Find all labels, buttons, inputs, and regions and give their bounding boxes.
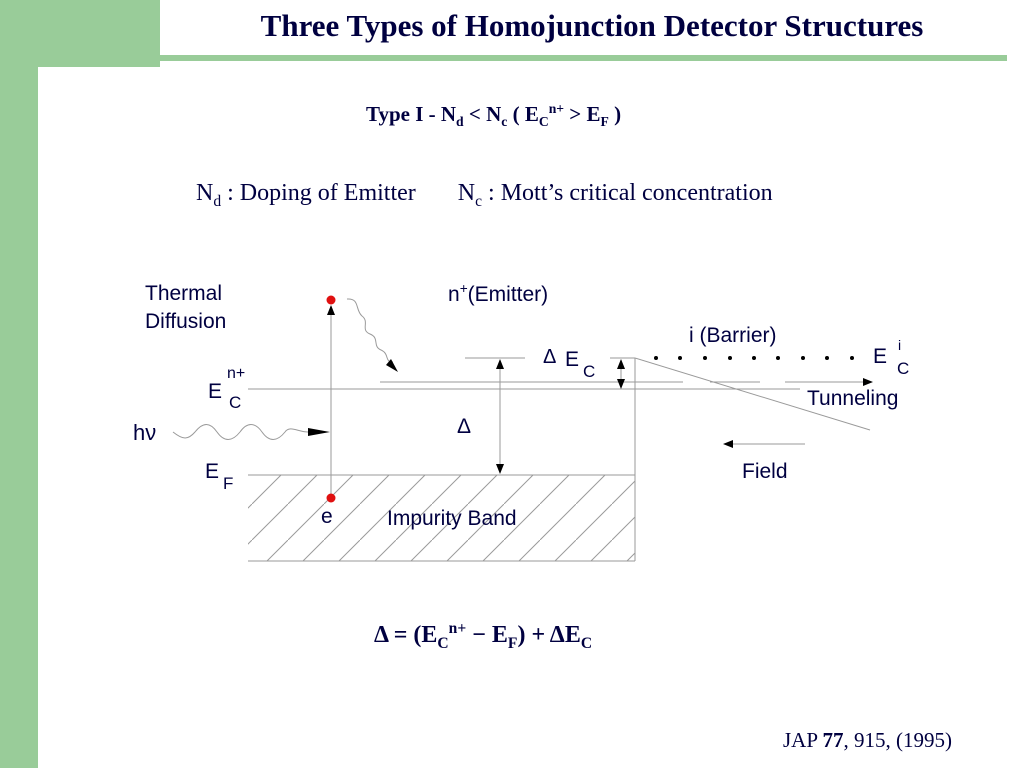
nd-definition: : Doping of Emitter bbox=[221, 180, 416, 206]
emitter-plus: + bbox=[459, 281, 468, 296]
electron-dot bbox=[326, 493, 336, 503]
label-ef-e: E bbox=[205, 460, 220, 483]
nc-def-subscript: c bbox=[475, 192, 483, 210]
formula-minus: − E bbox=[466, 622, 508, 648]
label-diffusion: Diffusion bbox=[145, 310, 227, 333]
type-label: Type I - N bbox=[366, 102, 457, 126]
label-ecn-sub: C bbox=[229, 393, 242, 412]
label-ef-sub: F bbox=[223, 474, 234, 493]
ec-superscript: n+ bbox=[548, 101, 565, 116]
label-eci-sup: i bbox=[898, 337, 902, 353]
formula-delta: Δ = (E bbox=[374, 622, 438, 648]
label-delta-ec-delta: Δ bbox=[543, 346, 557, 368]
label-emitter: n+(Emitter) bbox=[448, 281, 549, 306]
nc-subscript: c bbox=[501, 114, 508, 130]
citation-journal: JAP bbox=[783, 728, 823, 752]
title-underline-bar bbox=[160, 55, 1007, 61]
type-condition: Type I - Nd < Nc ( ECn+ > EF ) bbox=[366, 101, 622, 130]
formula-rest: ) + ΔE bbox=[517, 622, 581, 648]
formula-ec2-sub: C bbox=[580, 634, 593, 652]
slide-title: Three Types of Homojunction Detector Str… bbox=[260, 8, 924, 43]
paren-open: ( E bbox=[507, 102, 539, 126]
photon-wave bbox=[172, 424, 309, 440]
top-left-block-decoration bbox=[0, 0, 160, 67]
citation: JAP 77, 915, (1995) bbox=[783, 728, 952, 753]
formula-ec-sup: n+ bbox=[448, 620, 467, 637]
left-sidebar-decoration bbox=[0, 0, 38, 768]
barrier-slope bbox=[634, 357, 871, 431]
formula-ef-sub: F bbox=[507, 634, 518, 652]
ec-subscript: C bbox=[538, 114, 549, 130]
formula-ec-sub: C bbox=[437, 634, 449, 652]
photon-arrow-head bbox=[308, 428, 330, 436]
label-impurity-band: Impurity Band bbox=[387, 507, 517, 530]
label-delta: Δ bbox=[457, 415, 472, 438]
label-ecn-e: E bbox=[208, 380, 223, 403]
delta-formula: Δ = (ECn+ − EF) + ΔEC bbox=[374, 620, 593, 652]
label-eci-sub: C bbox=[897, 359, 910, 378]
label-hv: hν bbox=[133, 420, 157, 445]
emitter-text: (Emitter) bbox=[467, 283, 549, 306]
label-delta-ec-e: E bbox=[565, 348, 580, 371]
label-barrier: i (Barrier) bbox=[689, 324, 777, 347]
citation-rest: , 915, (1995) bbox=[843, 728, 953, 752]
nc-definition: : Mott’s critical concentration bbox=[482, 180, 773, 206]
excited-electron-dot bbox=[326, 295, 336, 305]
label-eci-e: E bbox=[873, 345, 888, 368]
citation-volume: 77 bbox=[822, 728, 844, 752]
definitions-line: Nd : Doping of Emitter Nc : Mott’s critic… bbox=[196, 180, 773, 210]
label-thermal: Thermal bbox=[145, 282, 223, 305]
content-corner bbox=[38, 67, 78, 107]
barrier-dotted-level bbox=[654, 356, 854, 360]
label-electron: e bbox=[321, 505, 333, 528]
ef-subscript: F bbox=[600, 114, 609, 130]
lt-text: < N bbox=[463, 102, 502, 126]
nd-def-subscript: d bbox=[213, 192, 222, 210]
label-field: Field bbox=[742, 460, 788, 483]
nd-subscript: d bbox=[456, 114, 464, 130]
paren-close: ) bbox=[608, 102, 622, 126]
label-delta-ec-sub: C bbox=[583, 362, 596, 381]
label-tunneling: Tunneling bbox=[807, 387, 899, 410]
thermal-arrow-head bbox=[386, 359, 398, 372]
impurity-band-hatch bbox=[248, 475, 635, 561]
label-ecn-sup: n+ bbox=[227, 365, 246, 382]
nd-symbol: N bbox=[196, 180, 214, 206]
nc-symbol: N bbox=[457, 180, 476, 206]
gt-text: > E bbox=[564, 102, 601, 126]
emitter-n: n bbox=[448, 283, 460, 306]
